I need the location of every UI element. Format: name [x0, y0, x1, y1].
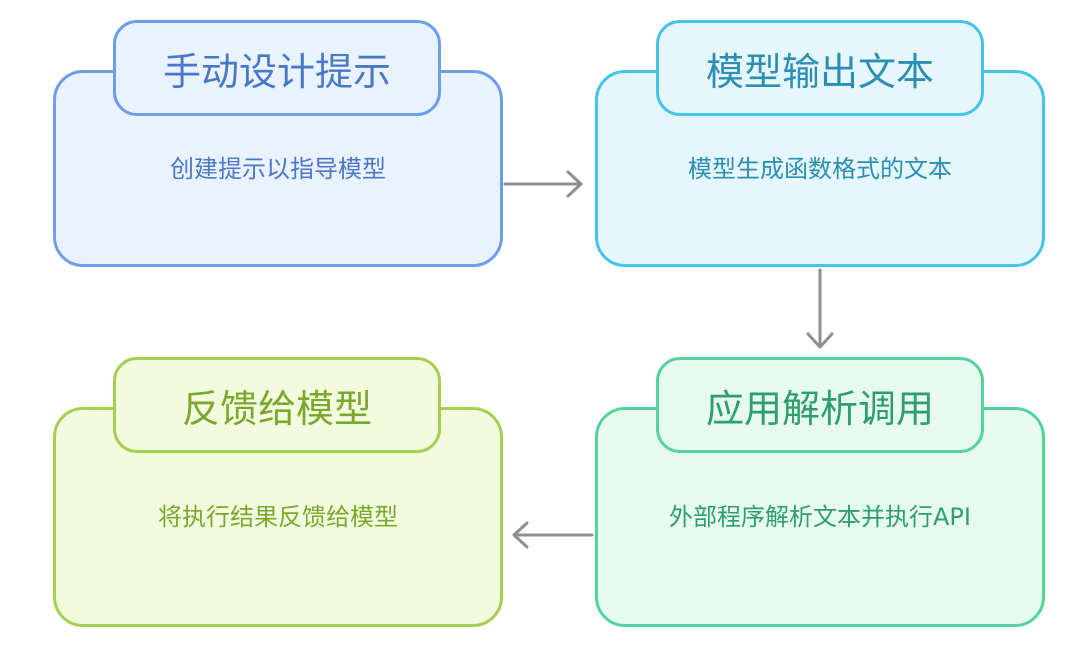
- step-1-title: 手动设计提示: [113, 20, 441, 116]
- arrow-step1-to-step2: [503, 170, 583, 198]
- step-2-description: 模型生成函数格式的文本: [688, 154, 952, 183]
- step-1-description: 创建提示以指导模型: [170, 154, 386, 183]
- arrow-step3-to-step4: [512, 521, 594, 549]
- step-3-description: 外部程序解析文本并执行API: [669, 503, 971, 531]
- step-4-title: 反馈给模型: [113, 357, 441, 453]
- step-4-description: 将执行结果反馈给模型: [158, 503, 398, 531]
- arrow-step2-to-step3: [806, 268, 834, 349]
- step-2-title: 模型输出文本: [656, 20, 984, 116]
- step-3-title: 应用解析调用: [656, 357, 984, 453]
